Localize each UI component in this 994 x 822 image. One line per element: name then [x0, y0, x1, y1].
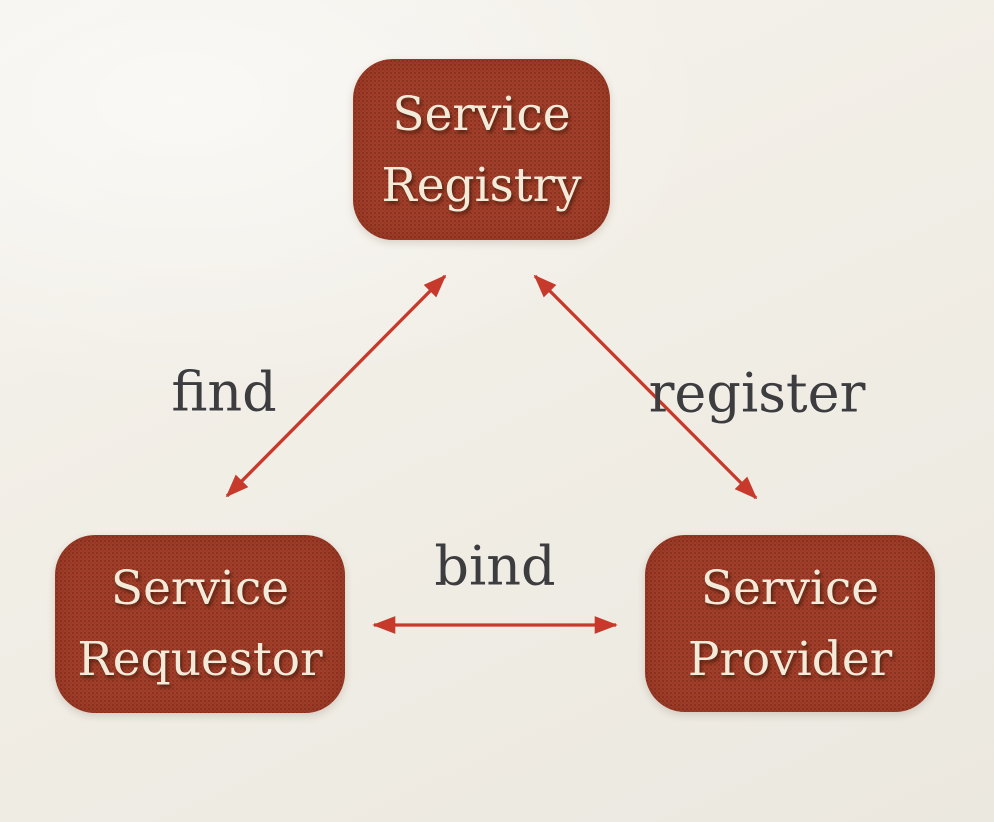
edge-label-register: register	[648, 361, 866, 425]
node-label-line: Registry	[381, 157, 582, 213]
node-service-registry: Service Registry	[353, 59, 610, 240]
node-service-requestor: Service Requestor	[55, 535, 345, 713]
node-label-line: Service	[392, 86, 571, 142]
node-label-line: Provider	[687, 631, 893, 687]
edge-label-bind: bind	[434, 534, 556, 598]
edge-label-find: find	[171, 360, 277, 424]
node-label-line: Service	[110, 561, 290, 616]
node-label-line: Requestor	[77, 632, 323, 687]
node-label-line: Service	[700, 560, 880, 616]
node-service-provider: Service Provider	[645, 535, 935, 712]
